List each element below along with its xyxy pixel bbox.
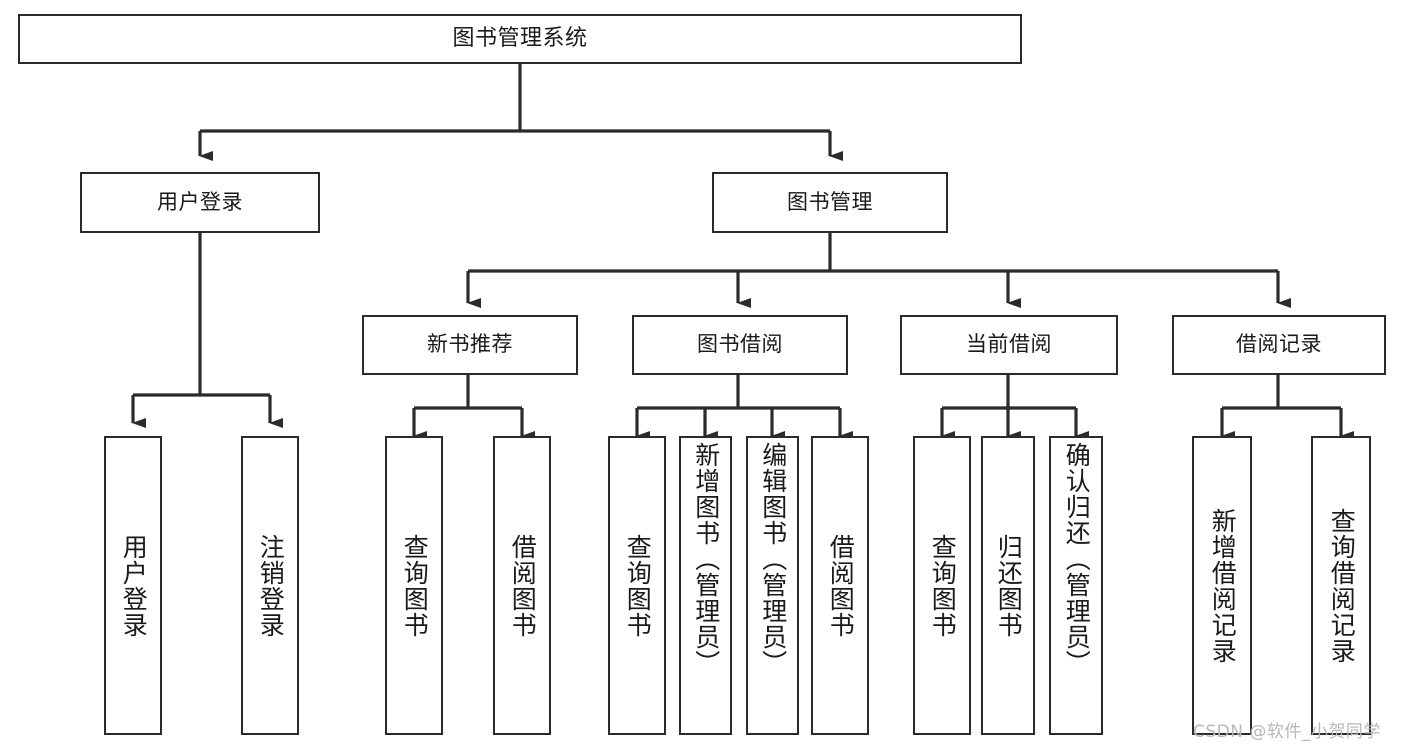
- node-leaf-borrow-add[interactable]: 新增图书（管理员）: [679, 436, 732, 735]
- node-leaf-rec-query[interactable]: 查询图书: [385, 436, 443, 735]
- node-user-login-label: 用户登录: [157, 189, 243, 214]
- node-current-borrow-label: 当前借阅: [966, 332, 1052, 357]
- node-book-manage[interactable]: 图书管理: [712, 172, 948, 233]
- node-leaf-rec-add-label: 新增借阅记录: [1208, 507, 1238, 664]
- node-leaf-borrow-query-label: 查询图书: [623, 533, 653, 638]
- node-leaf-cur-return-label: 归还图书: [994, 533, 1024, 638]
- node-leaf-borrow-lend[interactable]: 借阅图书: [811, 436, 869, 735]
- node-leaf-logout-label: 注销登录: [256, 533, 286, 638]
- node-leaf-rec-borrow-label: 借阅图书: [508, 533, 538, 638]
- node-leaf-cur-return[interactable]: 归还图书: [981, 436, 1035, 735]
- node-leaf-cur-confirm[interactable]: 确认归还（管理员）: [1049, 436, 1103, 735]
- node-leaf-user-login-label: 用户登录: [119, 533, 149, 638]
- node-leaf-logout[interactable]: 注销登录: [241, 436, 299, 735]
- node-leaf-rec-add[interactable]: 新增借阅记录: [1192, 436, 1252, 735]
- node-book-manage-label: 图书管理: [787, 189, 873, 214]
- node-leaf-rec-query-label: 查询图书: [400, 533, 430, 638]
- node-root-label: 图书管理系统: [452, 25, 588, 51]
- node-user-login[interactable]: 用户登录: [80, 172, 320, 233]
- node-current-borrow[interactable]: 当前借阅: [900, 315, 1118, 375]
- node-leaf-borrow-lend-label: 借阅图书: [826, 533, 856, 638]
- csdn-watermark: CSDN @软件_小贺同学: [1193, 722, 1381, 742]
- node-root[interactable]: 图书管理系统: [18, 14, 1022, 64]
- node-leaf-cur-query-label: 查询图书: [928, 533, 958, 638]
- node-book-borrow[interactable]: 图书借阅: [632, 315, 848, 375]
- node-leaf-cur-query[interactable]: 查询图书: [913, 436, 971, 735]
- node-leaf-borrow-add-label: 新增图书（管理员）: [691, 442, 721, 676]
- node-new-book-rec-label: 新书推荐: [427, 332, 513, 357]
- node-leaf-borrow-edit-label: 编辑图书（管理员）: [758, 442, 788, 676]
- node-leaf-user-login[interactable]: 用户登录: [104, 436, 162, 735]
- node-book-borrow-label: 图书借阅: [697, 332, 783, 357]
- node-leaf-rec-borrow[interactable]: 借阅图书: [493, 436, 551, 735]
- node-borrow-record[interactable]: 借阅记录: [1172, 315, 1386, 375]
- node-borrow-record-label: 借阅记录: [1236, 332, 1322, 357]
- node-new-book-rec[interactable]: 新书推荐: [362, 315, 578, 375]
- node-leaf-borrow-edit[interactable]: 编辑图书（管理员）: [746, 436, 799, 735]
- node-leaf-rec-query2[interactable]: 查询借阅记录: [1311, 436, 1371, 735]
- node-leaf-cur-confirm-label: 确认归还（管理员）: [1062, 442, 1092, 676]
- node-leaf-borrow-query[interactable]: 查询图书: [608, 436, 666, 735]
- node-leaf-rec-query2-label: 查询借阅记录: [1327, 507, 1357, 664]
